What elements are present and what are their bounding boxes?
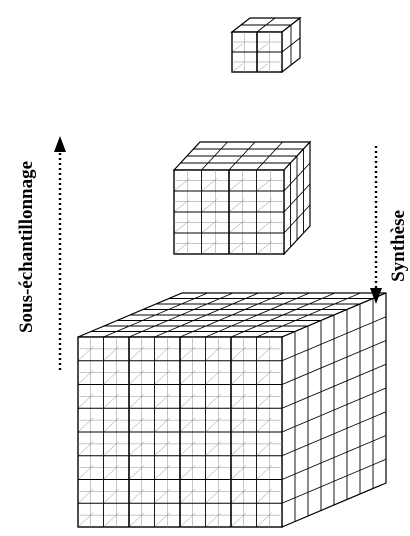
downsampling-arrow [54,136,66,370]
synthesis-arrow [370,146,382,304]
downsampling-label: Sous-échantillonnage [16,161,37,333]
arrow-down-icon [370,288,382,304]
arrow-up-icon [54,136,66,152]
synthesis-label: Synthèse [388,210,409,282]
cube-level-coarse [230,16,302,74]
cube-level-fine [77,292,387,528]
cube-level-medium [172,140,312,256]
cube-pyramid [77,16,387,528]
